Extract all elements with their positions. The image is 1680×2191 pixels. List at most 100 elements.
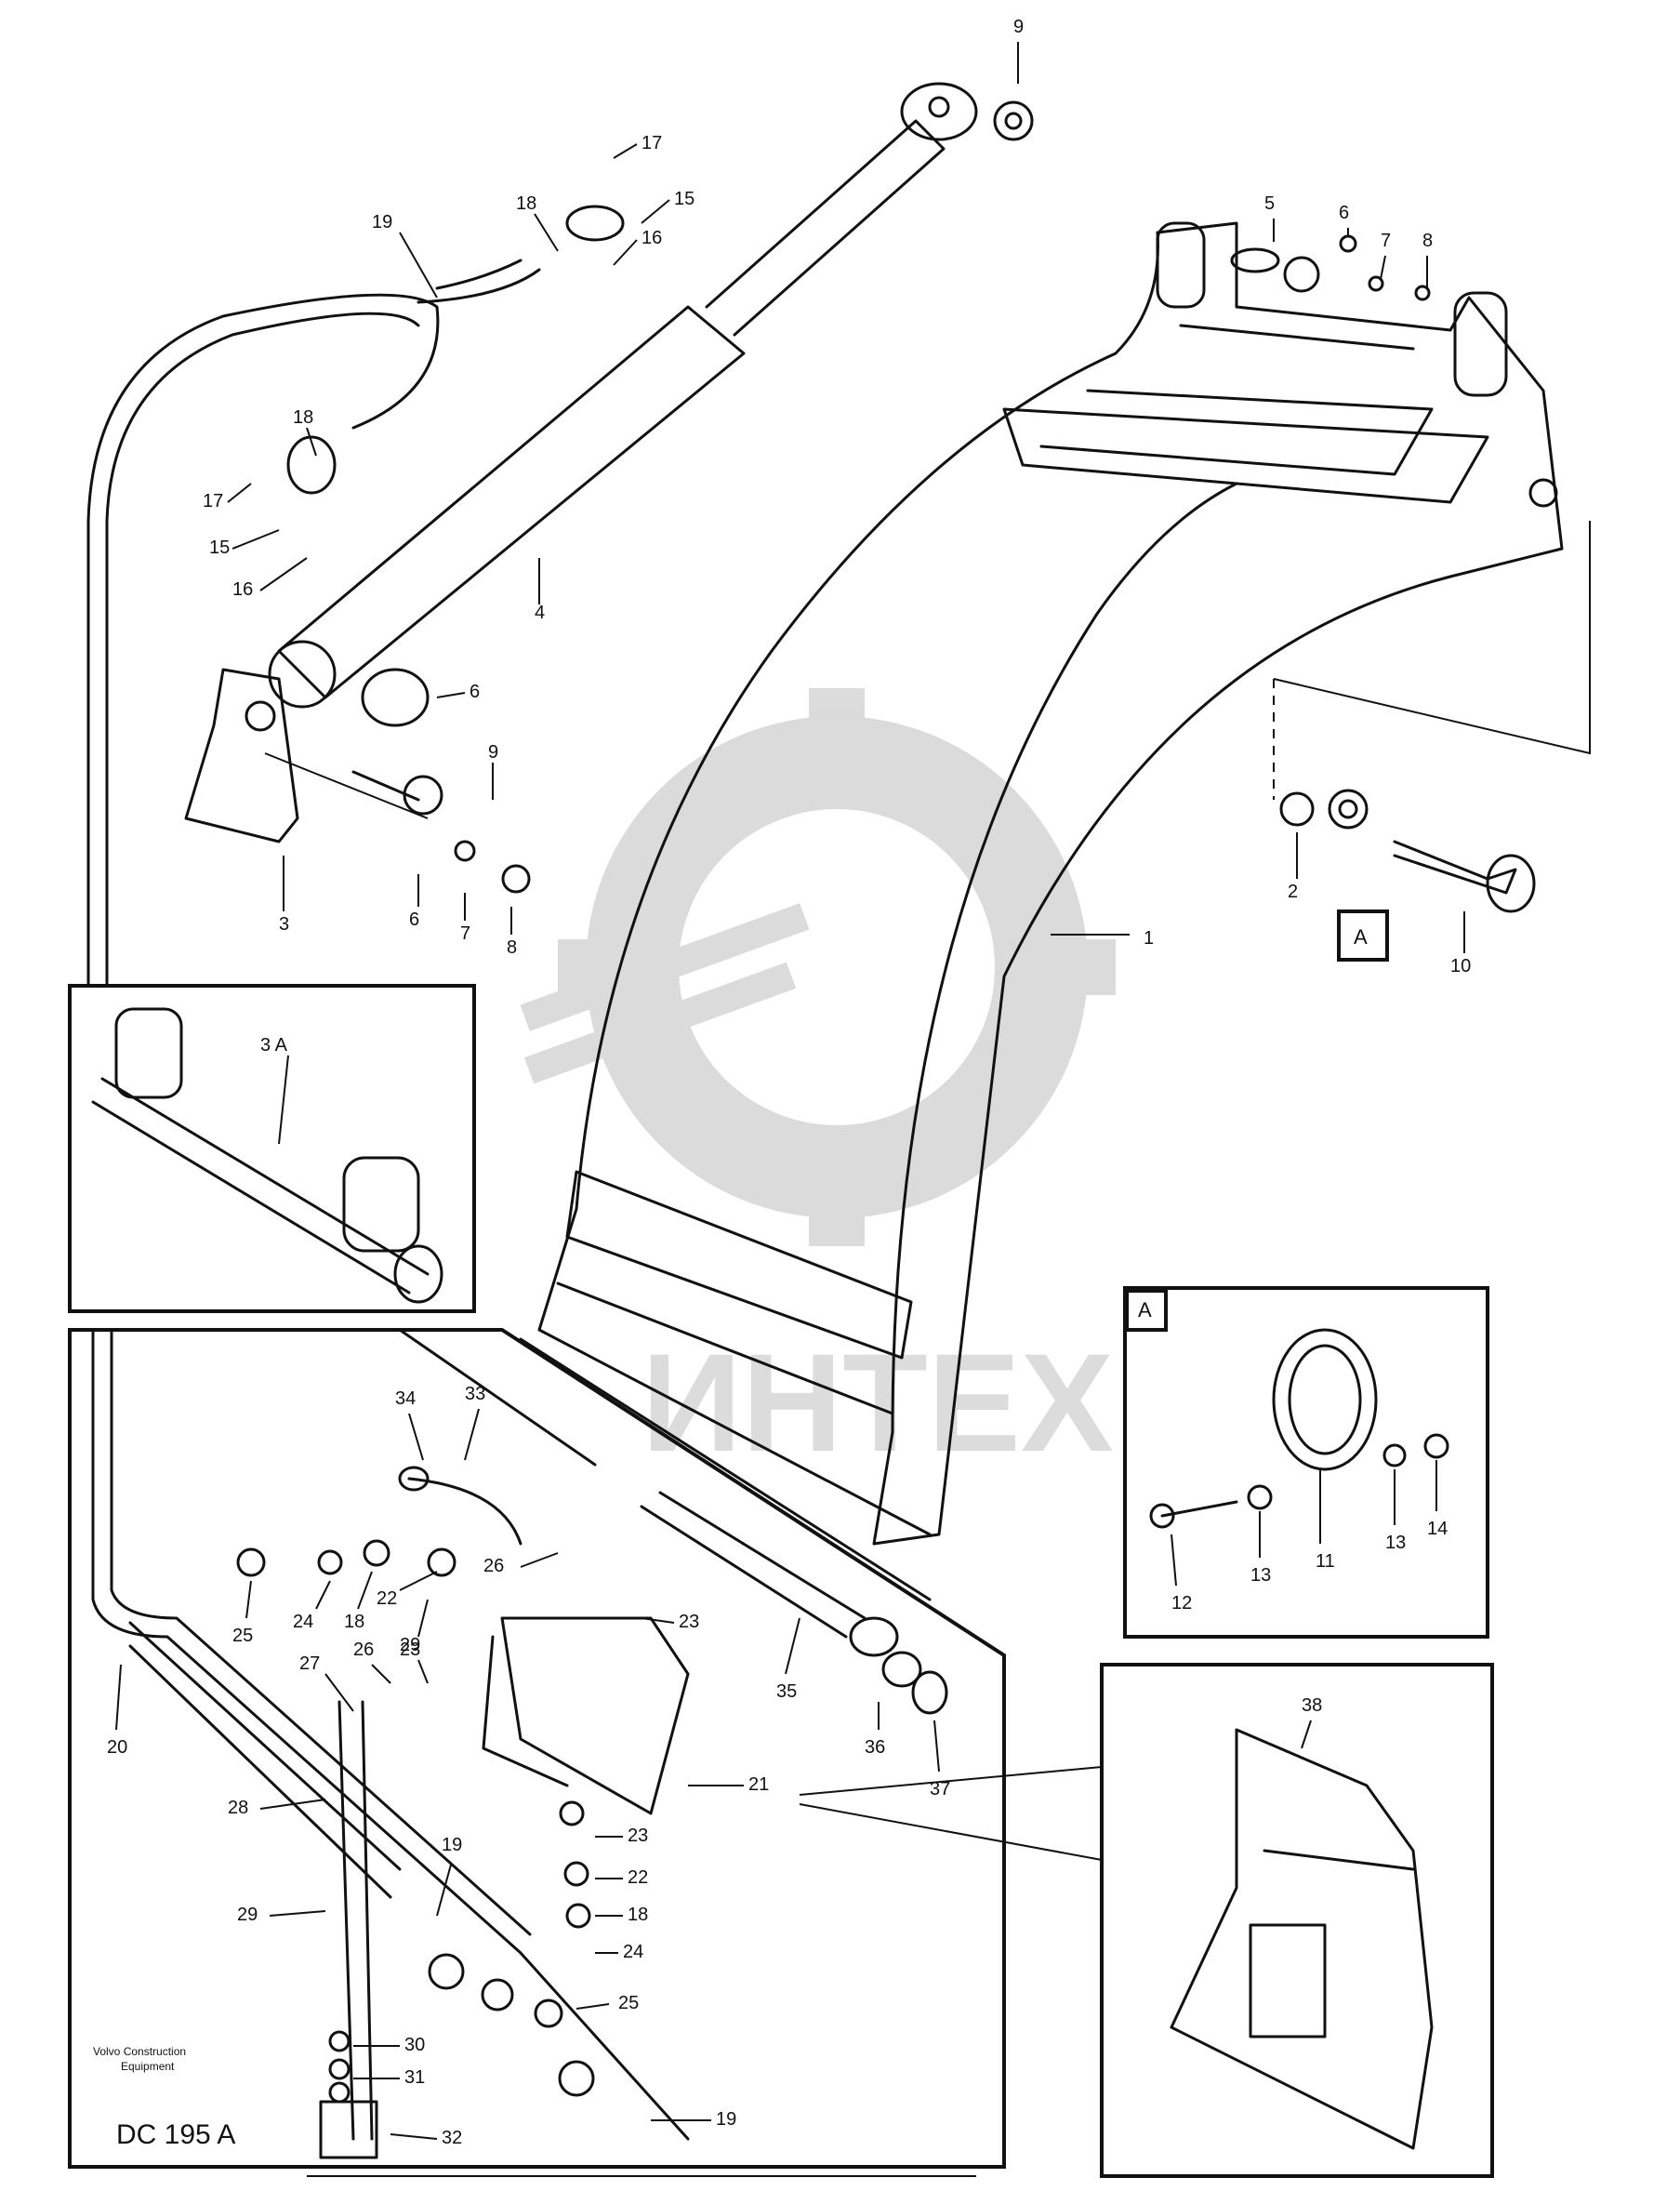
- tag-a-detail: A: [1125, 1289, 1168, 1332]
- tag-a-main: A: [1337, 910, 1389, 962]
- callout-leader-c-17-b: [227, 483, 252, 503]
- callout-c-13-a: 13: [1250, 1565, 1271, 1586]
- callout-c-10: 10: [1450, 956, 1471, 976]
- callout-leader-c-29-b: [269, 1910, 326, 1917]
- callout-c-15-b: 15: [209, 538, 230, 558]
- callout-leader-c-3a: [278, 1055, 289, 1145]
- callout-c-17-b: 17: [203, 491, 223, 511]
- callout-c-3: 3: [279, 914, 289, 935]
- callout-leader-c-19-b: [436, 1864, 452, 1917]
- watermark-gear-logo: [520, 688, 1116, 1246]
- callout-leader-c-16-a: [613, 239, 638, 266]
- callout-leader-c-18-c: [357, 1571, 373, 1610]
- footer: Volvo Construction Equipment DC 195 A: [93, 2045, 235, 2150]
- callout-leader-c-19-a: [399, 232, 438, 299]
- lower-section: [68, 1328, 1006, 2177]
- callout-c-17-a: 17: [642, 133, 662, 153]
- callout-c-3a: 3 A: [260, 1035, 288, 1056]
- callout-c-19-c: 19: [716, 2109, 736, 2130]
- callout-c-29: 29: [400, 1635, 420, 1655]
- callout-leader-c-7-b: [1380, 255, 1386, 280]
- callout-c-7-b: 7: [1381, 231, 1391, 251]
- callout-leader-c-23-a: [641, 1617, 675, 1624]
- callout-leader-c-20: [115, 1664, 122, 1731]
- callout-c-1: 1: [1144, 928, 1154, 949]
- callout-c-23-b: 23: [400, 1640, 420, 1660]
- callout-c-4: 4: [535, 603, 545, 623]
- callout-c-23-c: 23: [628, 1826, 648, 1846]
- callout-leader-c-26-b: [371, 1664, 391, 1684]
- callout-c-8-b: 8: [1422, 231, 1433, 251]
- callout-c-16-a: 16: [642, 228, 662, 248]
- callout-c-25-b: 25: [618, 1993, 639, 2013]
- inset-3a: [68, 984, 476, 1313]
- callout-c-12: 12: [1171, 1593, 1192, 1613]
- callout-c-27: 27: [299, 1653, 320, 1674]
- callout-leader-c-33: [464, 1408, 480, 1461]
- callout-c-34: 34: [395, 1388, 416, 1409]
- callout-c-31: 31: [404, 2067, 425, 2088]
- inset-detail-a: [1123, 1286, 1489, 1639]
- callout-c-18-c: 18: [344, 1612, 364, 1632]
- callout-c-9-b: 9: [488, 742, 498, 763]
- callout-c-13-b: 13: [1385, 1533, 1406, 1553]
- callout-c-19-a: 19: [372, 212, 392, 232]
- callout-c-19-b: 19: [442, 1835, 462, 1855]
- callout-c-6-a: 6: [470, 682, 480, 702]
- callout-c-32: 32: [442, 2128, 462, 2148]
- callout-c-2: 2: [1288, 882, 1298, 902]
- callout-leader-c-26-a: [520, 1552, 559, 1568]
- callout-c-8-a: 8: [507, 937, 517, 958]
- callout-c-22-a: 22: [377, 1588, 397, 1609]
- callout-c-6-c: 6: [1339, 203, 1349, 223]
- callout-c-37: 37: [930, 1779, 950, 1799]
- callout-leader-c-38: [1301, 1720, 1312, 1749]
- callout-c-25-a: 25: [232, 1626, 253, 1646]
- callout-leader-c-15-a: [641, 199, 670, 224]
- callout-leader-c-27: [324, 1673, 354, 1712]
- callout-leader-c-12: [1171, 1534, 1177, 1587]
- callout-leader-c-16-b: [259, 557, 308, 591]
- callout-leader-c-32: [390, 2133, 438, 2140]
- callout-c-18-b: 18: [293, 407, 313, 428]
- footer-company-line2: Equipment: [121, 2060, 175, 2073]
- callout-c-18-d: 18: [628, 1905, 648, 1925]
- footer-company-line1: Volvo Construction: [93, 2045, 186, 2058]
- callout-c-24-b: 24: [623, 1942, 643, 1962]
- callout-c-24-a: 24: [293, 1612, 313, 1632]
- callout-c-28: 28: [228, 1798, 248, 1818]
- callout-leader-c-22-a: [399, 1571, 438, 1591]
- callout-c-7-a: 7: [460, 923, 470, 944]
- callout-c-36: 36: [865, 1737, 885, 1758]
- callout-c-21: 21: [748, 1774, 769, 1795]
- callout-c-35: 35: [776, 1681, 797, 1702]
- callout-c-9-top: 9: [1013, 17, 1024, 37]
- callout-leader-c-23-b: [417, 1599, 429, 1638]
- callout-c-5: 5: [1264, 193, 1275, 214]
- callout-c-26-b: 26: [353, 1640, 374, 1660]
- drawing-code: DC 195 A: [116, 2119, 235, 2150]
- callout-c-29-b: 29: [237, 1905, 258, 1925]
- pin-group-right: [1279, 789, 1536, 913]
- bracket-3: [184, 668, 531, 894]
- tag-a-detail-text: A: [1138, 1298, 1152, 1321]
- callout-c-38: 38: [1302, 1695, 1322, 1716]
- callout-leader-c-17-a: [613, 143, 638, 159]
- boom-frame: [537, 221, 1591, 1546]
- pin-group-top: [1230, 234, 1431, 301]
- callout-c-14: 14: [1427, 1519, 1448, 1539]
- upper-hoses: [86, 205, 625, 988]
- callout-leader-c-35: [785, 1617, 800, 1675]
- callout-leader-c-25-a: [245, 1580, 252, 1619]
- callout-leader-c-37: [933, 1720, 940, 1773]
- callout-c-26-a: 26: [483, 1556, 504, 1576]
- callout-leader-c-18-a: [534, 213, 559, 252]
- callout-c-15-a: 15: [674, 189, 694, 209]
- callout-c-11: 11: [1316, 1551, 1335, 1572]
- callout-leader-c-25-b: [575, 2003, 610, 2010]
- callout-c-6-b: 6: [409, 910, 419, 930]
- callout-leader-c-18-b: [306, 427, 317, 457]
- callout-leader-c-24-a: [315, 1580, 331, 1610]
